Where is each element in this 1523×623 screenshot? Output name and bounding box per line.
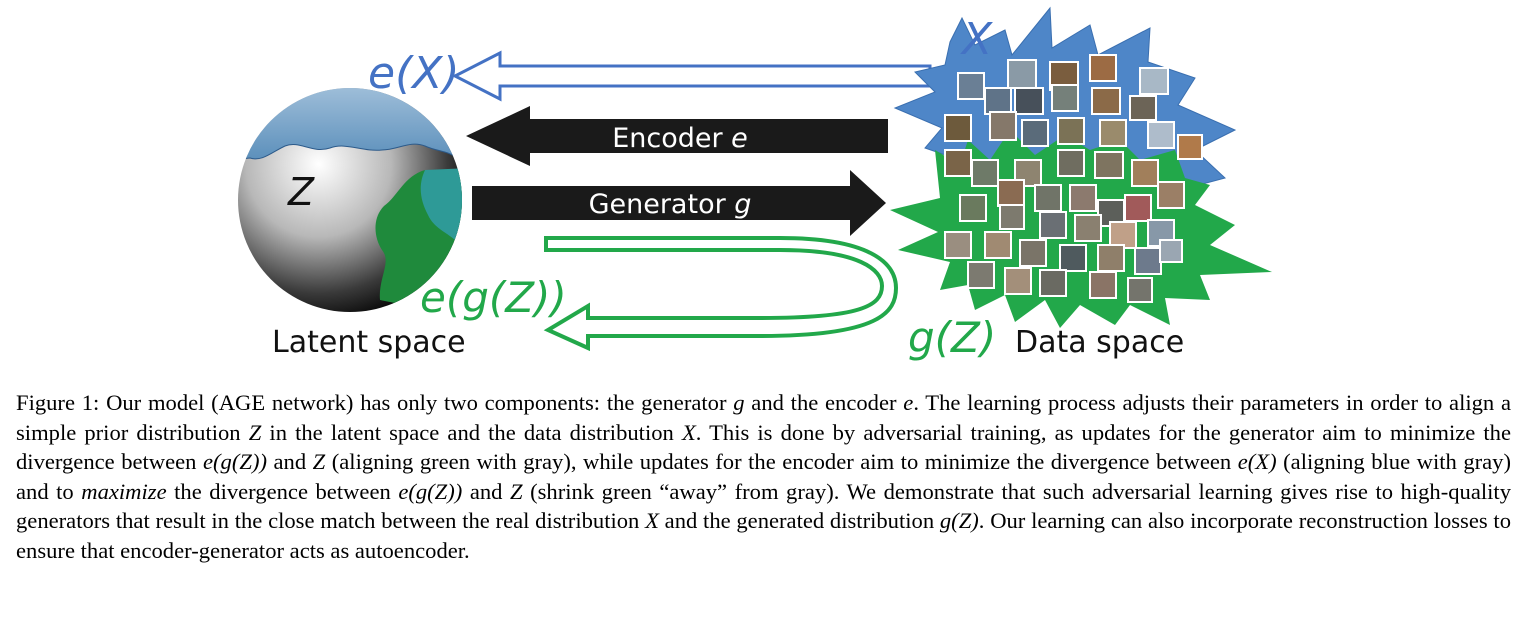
thumbnail bbox=[1139, 67, 1169, 95]
thumbnail bbox=[1021, 119, 1049, 147]
caption-text: Figure 1: Our model (AGE network) has on… bbox=[16, 390, 734, 415]
thumbnail bbox=[971, 159, 999, 187]
thumbnail bbox=[999, 204, 1025, 230]
thumbnail bbox=[1091, 87, 1121, 115]
thumbnail bbox=[1159, 239, 1183, 263]
thumbnail bbox=[1109, 221, 1137, 249]
thumbnail bbox=[1007, 59, 1037, 89]
thumbnail bbox=[1019, 239, 1047, 267]
thumbnail bbox=[1057, 149, 1085, 177]
thumbnail bbox=[1057, 117, 1085, 145]
age-diagram: Z e(X) Encoder e Generator g e(g(Z)) bbox=[238, 6, 1272, 362]
x-label: X bbox=[960, 14, 993, 65]
thumbnail bbox=[1034, 184, 1062, 212]
thumbnail bbox=[1157, 181, 1185, 209]
caption-text: the divergence between bbox=[166, 478, 399, 504]
thumbnail bbox=[1177, 134, 1203, 160]
thumbnail bbox=[1099, 119, 1127, 147]
caption-text: (aligning green with gray), while update… bbox=[325, 449, 1238, 474]
thumbnail bbox=[997, 179, 1025, 207]
figure-caption: Figure 1: Our model (AGE network) has on… bbox=[16, 388, 1511, 565]
thumbnail bbox=[1069, 184, 1097, 212]
generator-label: Generator g bbox=[589, 189, 752, 220]
thumbnail bbox=[1134, 247, 1162, 275]
thumbnail bbox=[1124, 194, 1152, 222]
caption-text: . This is done by adversarial training, … bbox=[16, 419, 1511, 475]
thumbnail bbox=[1039, 269, 1067, 297]
thumbnail bbox=[1039, 211, 1067, 239]
thumbnail bbox=[1014, 159, 1042, 187]
thumbnail bbox=[1089, 271, 1117, 299]
thumbnail bbox=[944, 231, 972, 259]
caption-math: g(Z) bbox=[939, 508, 979, 533]
image-thumbnails bbox=[944, 54, 1203, 303]
encoder-label: Encoder e bbox=[612, 123, 748, 154]
encoder-variable: e bbox=[731, 123, 748, 154]
caption-text: in the latent space and the data distrib… bbox=[261, 419, 682, 445]
caption-math: Z bbox=[312, 449, 326, 474]
caption-text: . Our learning can also incorporate reco… bbox=[16, 508, 1511, 563]
latent-space-label: Latent space bbox=[272, 325, 466, 360]
encoder-arrow: Encoder e bbox=[466, 106, 888, 166]
thumbnail bbox=[1051, 84, 1079, 112]
thumbnail bbox=[944, 114, 972, 142]
thumbnail bbox=[1059, 244, 1087, 272]
data-space-label: Data space bbox=[1015, 325, 1184, 360]
generator-arrow: Generator g bbox=[472, 170, 886, 236]
generator-label-text: Generator bbox=[589, 189, 735, 220]
caption-math: e bbox=[903, 390, 914, 415]
caption-text: and the generated distribution bbox=[658, 508, 940, 533]
teal-region bbox=[420, 168, 462, 240]
thumbnail bbox=[1004, 267, 1032, 295]
caption-text: and bbox=[462, 478, 510, 504]
caption-text: (aligning blue with gray) and to bbox=[16, 449, 1511, 504]
caption-math: Z bbox=[248, 419, 262, 445]
thumbnail bbox=[1094, 151, 1124, 179]
thumbnail bbox=[1074, 214, 1102, 242]
thumbnail bbox=[959, 194, 987, 222]
blue-arrow bbox=[451, 50, 932, 102]
thumbnail bbox=[1127, 277, 1153, 303]
thumbnail bbox=[984, 87, 1012, 115]
caption-math: e(g(Z)) bbox=[398, 478, 463, 504]
caption-text: and the encoder bbox=[744, 390, 904, 415]
caption-math: X bbox=[645, 508, 659, 533]
caption-math: e(X) bbox=[1237, 449, 1277, 474]
thumbnail bbox=[944, 149, 972, 177]
caption-text: and bbox=[267, 449, 313, 474]
caption-math: Z bbox=[510, 478, 523, 504]
e-of-g-of-z-label: e(g(Z)) bbox=[420, 273, 567, 322]
generator-variable: g bbox=[734, 189, 751, 220]
thumbnail bbox=[984, 231, 1012, 259]
e-of-x-label: e(X) bbox=[368, 48, 460, 99]
encoder-label-text: Encoder bbox=[612, 123, 731, 154]
thumbnail bbox=[1147, 121, 1175, 149]
g-of-z-label: g(Z) bbox=[908, 313, 996, 362]
thumbnail bbox=[1131, 159, 1159, 187]
caption-text: (shrink green “away” from gray). We demo… bbox=[16, 478, 1511, 534]
thumbnail bbox=[1097, 244, 1125, 272]
thumbnail bbox=[1089, 54, 1117, 82]
thumbnail bbox=[1014, 87, 1044, 115]
z-label: Z bbox=[287, 170, 315, 214]
caption-math: X bbox=[681, 419, 696, 445]
thumbnail bbox=[967, 261, 995, 289]
caption-math: g bbox=[733, 390, 745, 415]
green-loop-arrow bbox=[543, 236, 899, 352]
caption-math: e(g(Z)) bbox=[203, 449, 267, 474]
thumbnail bbox=[957, 72, 985, 100]
caption-text: . The learning process adjusts their par… bbox=[16, 390, 1512, 445]
thumbnail bbox=[1129, 95, 1157, 121]
thumbnail bbox=[989, 111, 1017, 141]
caption-emphasis: maximize bbox=[81, 478, 167, 504]
